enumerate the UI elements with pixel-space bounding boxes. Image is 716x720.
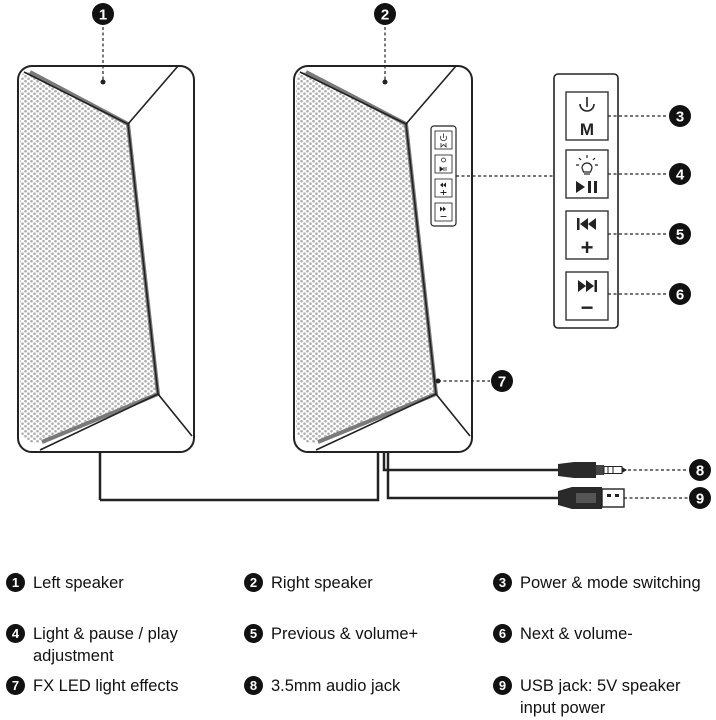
- legend-item-next-volume-down: 6 Next & volume-: [493, 623, 716, 645]
- legend-badge: 4: [6, 624, 25, 643]
- legend-label: USB jack: 5V speaker input power: [520, 677, 681, 717]
- legend-badge: 5: [244, 624, 263, 643]
- legend-label: Next & volume-: [520, 625, 633, 643]
- legend-label: 3.5mm audio jack: [271, 677, 401, 695]
- svg-text:9: 9: [696, 491, 704, 508]
- svg-text:2: 2: [381, 7, 389, 24]
- legend-label: FX LED light effects: [33, 677, 179, 695]
- power-icon: [579, 97, 595, 112]
- svg-text:5: 5: [676, 227, 684, 244]
- left-speaker: [17, 65, 195, 500]
- right-speaker-grille: [296, 71, 436, 443]
- legend-item-audio-jack: 8 3.5mm audio jack: [244, 675, 474, 697]
- left-speaker-grille: [20, 71, 158, 443]
- callout-1: 1: [92, 3, 114, 25]
- callout-2: 2: [374, 3, 396, 25]
- previous-icon: [577, 218, 596, 230]
- audio-jack: [558, 462, 627, 478]
- svg-text:6: 6: [676, 287, 684, 304]
- legend-item-light-play: 4 Light & pause / play adjustment: [6, 623, 221, 667]
- legend-label: Previous & volume+: [271, 625, 419, 643]
- legend-badge: 3: [493, 573, 512, 592]
- legend-item-power-mode: 3 Power & mode switching: [493, 572, 716, 594]
- light-play-pause-button[interactable]: [565, 149, 609, 199]
- speaker-diagram: M +: [17, 3, 711, 509]
- legend-label: Right speaker: [271, 574, 373, 592]
- legend-item-left-speaker: 1 Left speaker: [6, 572, 226, 594]
- right-speaker: [293, 65, 554, 453]
- legend-label: Light & pause / play adjustment: [33, 625, 178, 665]
- play-pause-icon: [576, 181, 597, 193]
- light-icon: [576, 155, 598, 175]
- next-icon: [578, 280, 597, 292]
- callout-5: 5: [669, 223, 691, 245]
- legend: 1 Left speaker 2 Right speaker 3 Power &…: [0, 560, 716, 720]
- leader-dots: [100, 79, 441, 384]
- legend-label: Left speaker: [33, 574, 124, 592]
- mode-letter: M: [580, 120, 594, 139]
- svg-text:8: 8: [696, 463, 704, 480]
- legend-badge: 9: [493, 676, 512, 695]
- legend-item-right-speaker: 2 Right speaker: [244, 572, 474, 594]
- power-mode-button[interactable]: M: [565, 91, 609, 141]
- cables: [100, 452, 560, 502]
- next-volume-down-button[interactable]: −: [565, 271, 609, 321]
- legend-badge: 2: [244, 573, 263, 592]
- previous-volume-up-button[interactable]: +: [565, 210, 609, 260]
- legend-badge: 7: [6, 676, 25, 695]
- legend-badge: 8: [244, 676, 263, 695]
- legend-item-previous-volume-up: 5 Previous & volume+: [244, 623, 474, 645]
- minus-symbol: −: [581, 295, 594, 320]
- legend-label: Power & mode switching: [520, 574, 701, 592]
- button-panel: M +: [553, 73, 619, 329]
- svg-text:3: 3: [676, 109, 684, 126]
- svg-text:1: 1: [99, 7, 107, 24]
- usb-jack: [558, 487, 625, 509]
- svg-text:4: 4: [676, 167, 685, 184]
- callout-4: 4: [669, 163, 691, 185]
- legend-badge: 1: [6, 573, 25, 592]
- legend-badge: 6: [493, 624, 512, 643]
- callout-8: 8: [689, 459, 711, 481]
- callout-7: 7: [491, 370, 513, 392]
- legend-item-fx-led: 7 FX LED light effects: [6, 675, 236, 697]
- callout-6: 6: [669, 283, 691, 305]
- plus-symbol: +: [581, 235, 594, 260]
- callout-9: 9: [689, 487, 711, 509]
- leader-lines: [102, 27, 688, 499]
- legend-item-usb-jack: 9 USB jack: 5V speaker input power: [493, 675, 713, 719]
- svg-text:7: 7: [498, 374, 506, 391]
- callout-3: 3: [669, 105, 691, 127]
- mini-button-panel: [430, 125, 457, 227]
